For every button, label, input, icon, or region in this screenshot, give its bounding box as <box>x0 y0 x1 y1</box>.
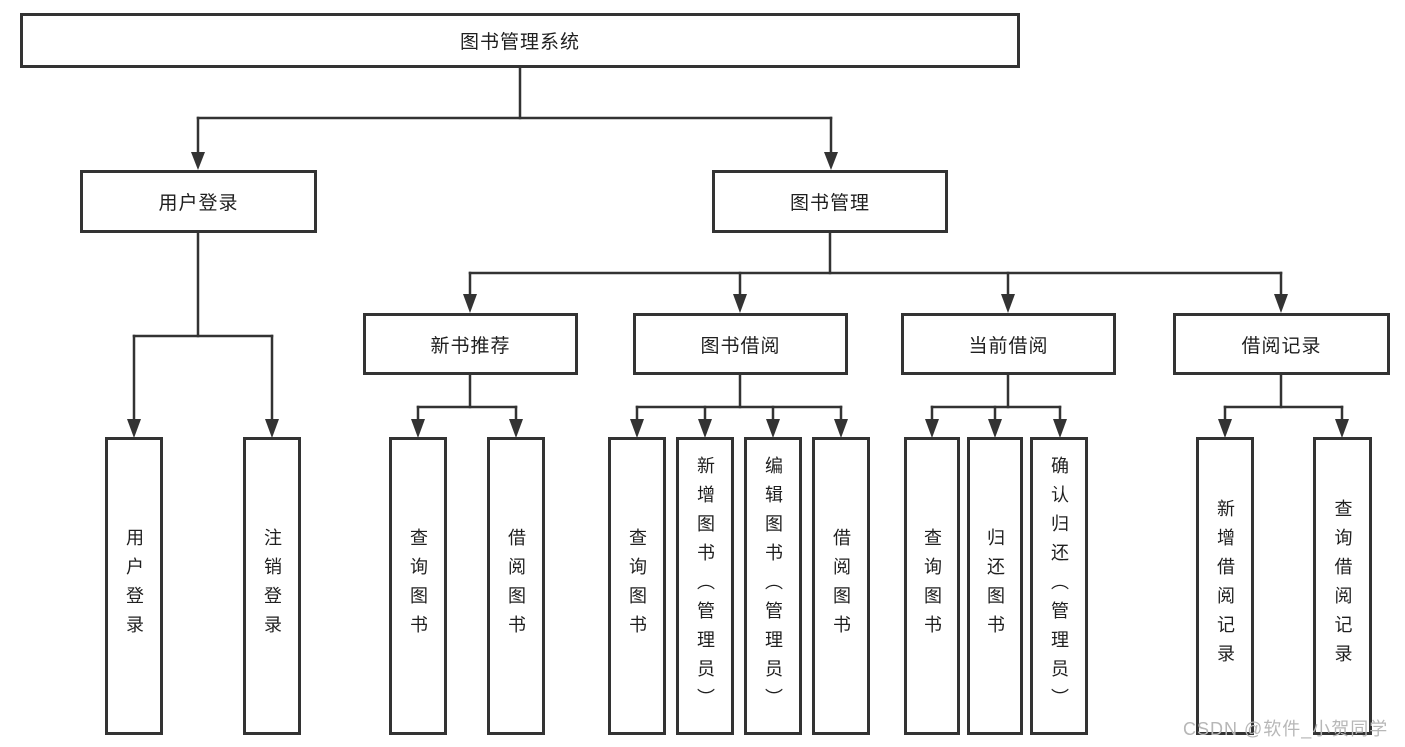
watermark: CSDN @软件_小贺同学 <box>1183 719 1389 739</box>
node-current-borrow: 当前借阅 <box>901 313 1116 375</box>
leaf-return-book: 归还图书 <box>967 437 1023 735</box>
leaf-add-borrow-record: 新增借阅记录 <box>1196 437 1254 735</box>
leaf-query-books-current: 查询图书 <box>904 437 960 735</box>
node-book-mgmt: 图书管理 <box>712 170 948 233</box>
leaf-edit-book-admin: 编辑图书（管理员） <box>744 437 802 735</box>
node-root-system: 图书管理系统 <box>20 13 1020 68</box>
leaf-query-books-recommend: 查询图书 <box>389 437 447 735</box>
leaf-confirm-return-admin: 确认归还（管理员） <box>1030 437 1088 735</box>
leaf-query-books-current-label: 查询图书 <box>922 528 942 644</box>
connector-new-book-branch <box>411 373 523 438</box>
connector-root-to-level2 <box>191 66 838 170</box>
connector-current-borrow-branch <box>925 373 1067 438</box>
leaf-borrow-books-recommend-label: 借阅图书 <box>506 528 526 644</box>
leaf-query-books-recommend-label: 查询图书 <box>408 528 428 644</box>
connector-book-borrow-branch <box>630 373 848 438</box>
leaf-user-login: 用户登录 <box>105 437 163 735</box>
node-book-borrow: 图书借阅 <box>633 313 848 375</box>
leaf-borrow-books-recommend: 借阅图书 <box>487 437 545 735</box>
leaf-confirm-return-admin-label: 确认归还（管理员） <box>1049 455 1069 717</box>
leaf-return-book-label: 归还图书 <box>985 528 1005 644</box>
leaf-logout: 注销登录 <box>243 437 301 735</box>
leaf-query-borrow-record: 查询借阅记录 <box>1313 437 1372 735</box>
leaf-borrow-books: 借阅图书 <box>812 437 870 735</box>
leaf-query-books-borrow: 查询图书 <box>608 437 666 735</box>
leaf-query-books-borrow-label: 查询图书 <box>627 528 647 644</box>
leaf-logout-label: 注销登录 <box>262 528 282 644</box>
node-user-login: 用户登录 <box>80 170 317 233</box>
leaf-query-borrow-record-label: 查询借阅记录 <box>1332 499 1353 673</box>
leaf-borrow-books-label: 借阅图书 <box>831 528 851 644</box>
node-borrow-records: 借阅记录 <box>1173 313 1390 375</box>
leaf-edit-book-admin-label: 编辑图书（管理员） <box>763 455 783 717</box>
node-new-book-recommend: 新书推荐 <box>363 313 578 375</box>
leaf-add-book-admin-label: 新增图书（管理员） <box>695 455 715 717</box>
leaf-add-borrow-record-label: 新增借阅记录 <box>1215 499 1235 673</box>
connector-user-login-branch <box>127 231 279 438</box>
leaf-add-book-admin: 新增图书（管理员） <box>676 437 734 735</box>
connector-book-mgmt-branch <box>463 231 1288 313</box>
connector-borrow-records-branch <box>1218 373 1349 438</box>
leaf-user-login-label: 用户登录 <box>124 528 144 644</box>
